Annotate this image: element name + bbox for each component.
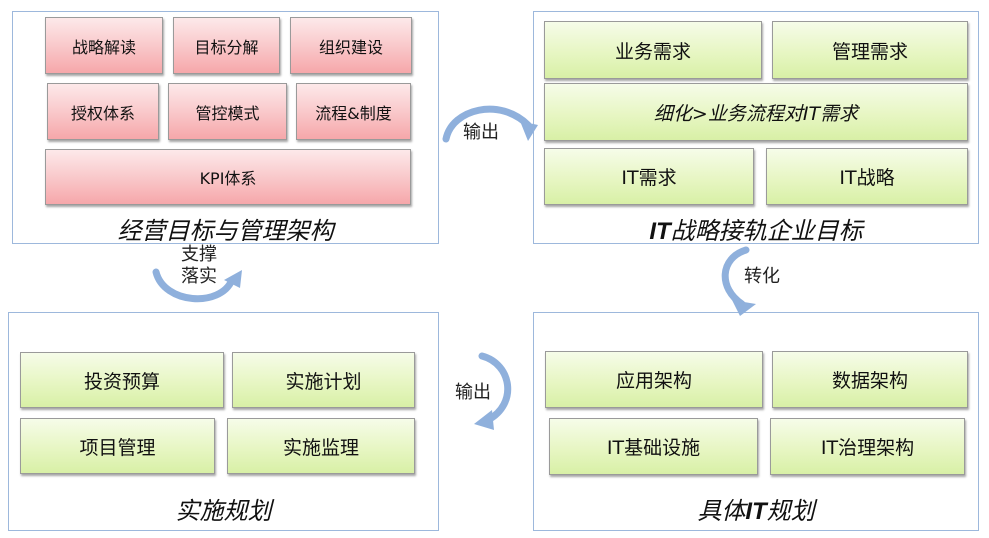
box-implementation-supervision: 实施监理 (227, 418, 415, 474)
box-refine-process-it-needs: 细化>业务流程对IT需求 (544, 83, 968, 141)
panel-business-goals: 战略解读 目标分解 组织建设 授权体系 管控模式 流程&制度 KPI体系 经营目… (12, 11, 439, 245)
connector-label-support-line1: 支撑 (181, 244, 217, 265)
box-project-management: 项目管理 (20, 418, 215, 474)
connector-label-support-line2: 落实 (181, 266, 217, 287)
box-authorization-system: 授权体系 (47, 83, 159, 140)
box-kpi-system: KPI体系 (45, 149, 411, 205)
panel-title-pre: 具体 (697, 497, 746, 525)
panel-it-strategy: 业务需求 管理需求 细化>业务流程对IT需求 IT需求 IT战略 IT战略接轨企… (533, 11, 979, 246)
panel-title-specific-it-plan: 具体IT规划 (534, 491, 978, 526)
box-it-needs: IT需求 (544, 148, 754, 205)
panel-title-implementation-plan: 实施规划 (175, 497, 272, 525)
curved-arrow-left-icon (474, 352, 512, 430)
box-goal-decomposition: 目标分解 (173, 17, 280, 74)
panel-title-prefix: IT (649, 218, 671, 245)
box-strategy-interpretation: 战略解读 (45, 17, 163, 74)
box-investment-budget: 投资预算 (20, 352, 224, 408)
box-application-architecture: 应用架构 (545, 351, 763, 408)
panel-title-post: 规划 (766, 497, 815, 525)
box-implementation-schedule: 实施计划 (232, 352, 415, 408)
panel-implementation-plan: 投资预算 实施计划 项目管理 实施监理 实施规划 (8, 312, 439, 531)
curved-arrow-up-icon (152, 268, 242, 303)
box-management-needs: 管理需求 (772, 21, 968, 79)
box-business-needs: 业务需求 (544, 21, 762, 79)
connector-label-output-bottom: 输出 (455, 382, 491, 403)
box-it-governance-architecture: IT治理架构 (770, 418, 965, 475)
panel-title-mid: IT (745, 498, 767, 525)
panel-specific-it-plan: 应用架构 数据架构 IT基础设施 IT治理架构 具体IT规划 (533, 312, 979, 531)
box-control-mode: 管控模式 (168, 83, 287, 140)
panel-title-rest: 战略接轨企业目标 (670, 217, 863, 245)
connector-label-output-top: 输出 (463, 122, 499, 143)
box-data-architecture: 数据架构 (772, 351, 968, 408)
connector-label-support: 支撑 落实 (181, 244, 217, 288)
box-org-building: 组织建设 (290, 17, 412, 74)
panel-title-business-goals: 经营目标与管理架构 (117, 217, 334, 245)
box-it-strategy: IT战略 (766, 148, 968, 205)
box-process-system: 流程&制度 (296, 83, 411, 140)
box-it-infrastructure: IT基础设施 (549, 418, 758, 475)
curved-arrow-right-icon (442, 105, 538, 143)
curved-arrow-down-icon (721, 246, 756, 316)
panel-title-it-strategy: IT战略接轨企业目标 (534, 211, 978, 246)
connector-label-transform: 转化 (744, 266, 780, 287)
